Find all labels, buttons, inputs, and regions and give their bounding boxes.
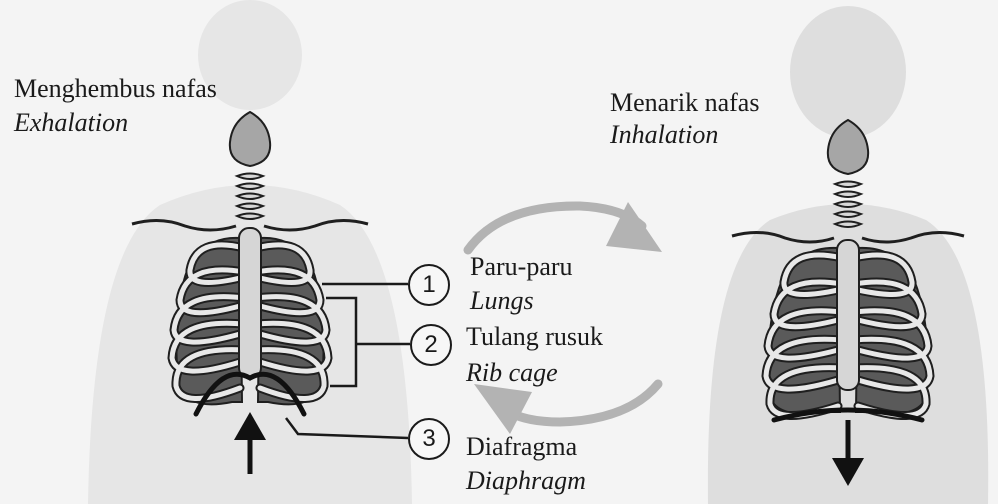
inhalation-label-ms: Menarik nafas (610, 88, 759, 118)
inhalation-label-en: Inhalation (610, 120, 718, 150)
part-label-en-rib-cage: Rib cage (466, 358, 558, 388)
part-label-ms-diaphragm: Diafragma (466, 432, 577, 462)
exhalation-sternum (239, 228, 261, 378)
cycle-arrow-bottom (474, 384, 658, 434)
exhalation-label-en: Exhalation (14, 108, 128, 138)
inhalation-sternum (837, 240, 859, 390)
part-number-3: 3 (408, 418, 450, 460)
exhalation-larynx (230, 112, 270, 166)
cycle-arrow-top (468, 202, 662, 252)
part-number-1: 1 (408, 264, 450, 306)
part-label-ms-rib-cage: Tulang rusuk (466, 322, 603, 352)
part-label-ms-lungs: Paru-paru (470, 252, 573, 282)
part-label-en-diaphragm: Diaphragm (466, 466, 586, 496)
part-number-2: 2 (410, 324, 452, 366)
part-label-en-lungs: Lungs (470, 286, 534, 316)
exhalation-label-ms: Menghembus nafas (14, 74, 217, 104)
